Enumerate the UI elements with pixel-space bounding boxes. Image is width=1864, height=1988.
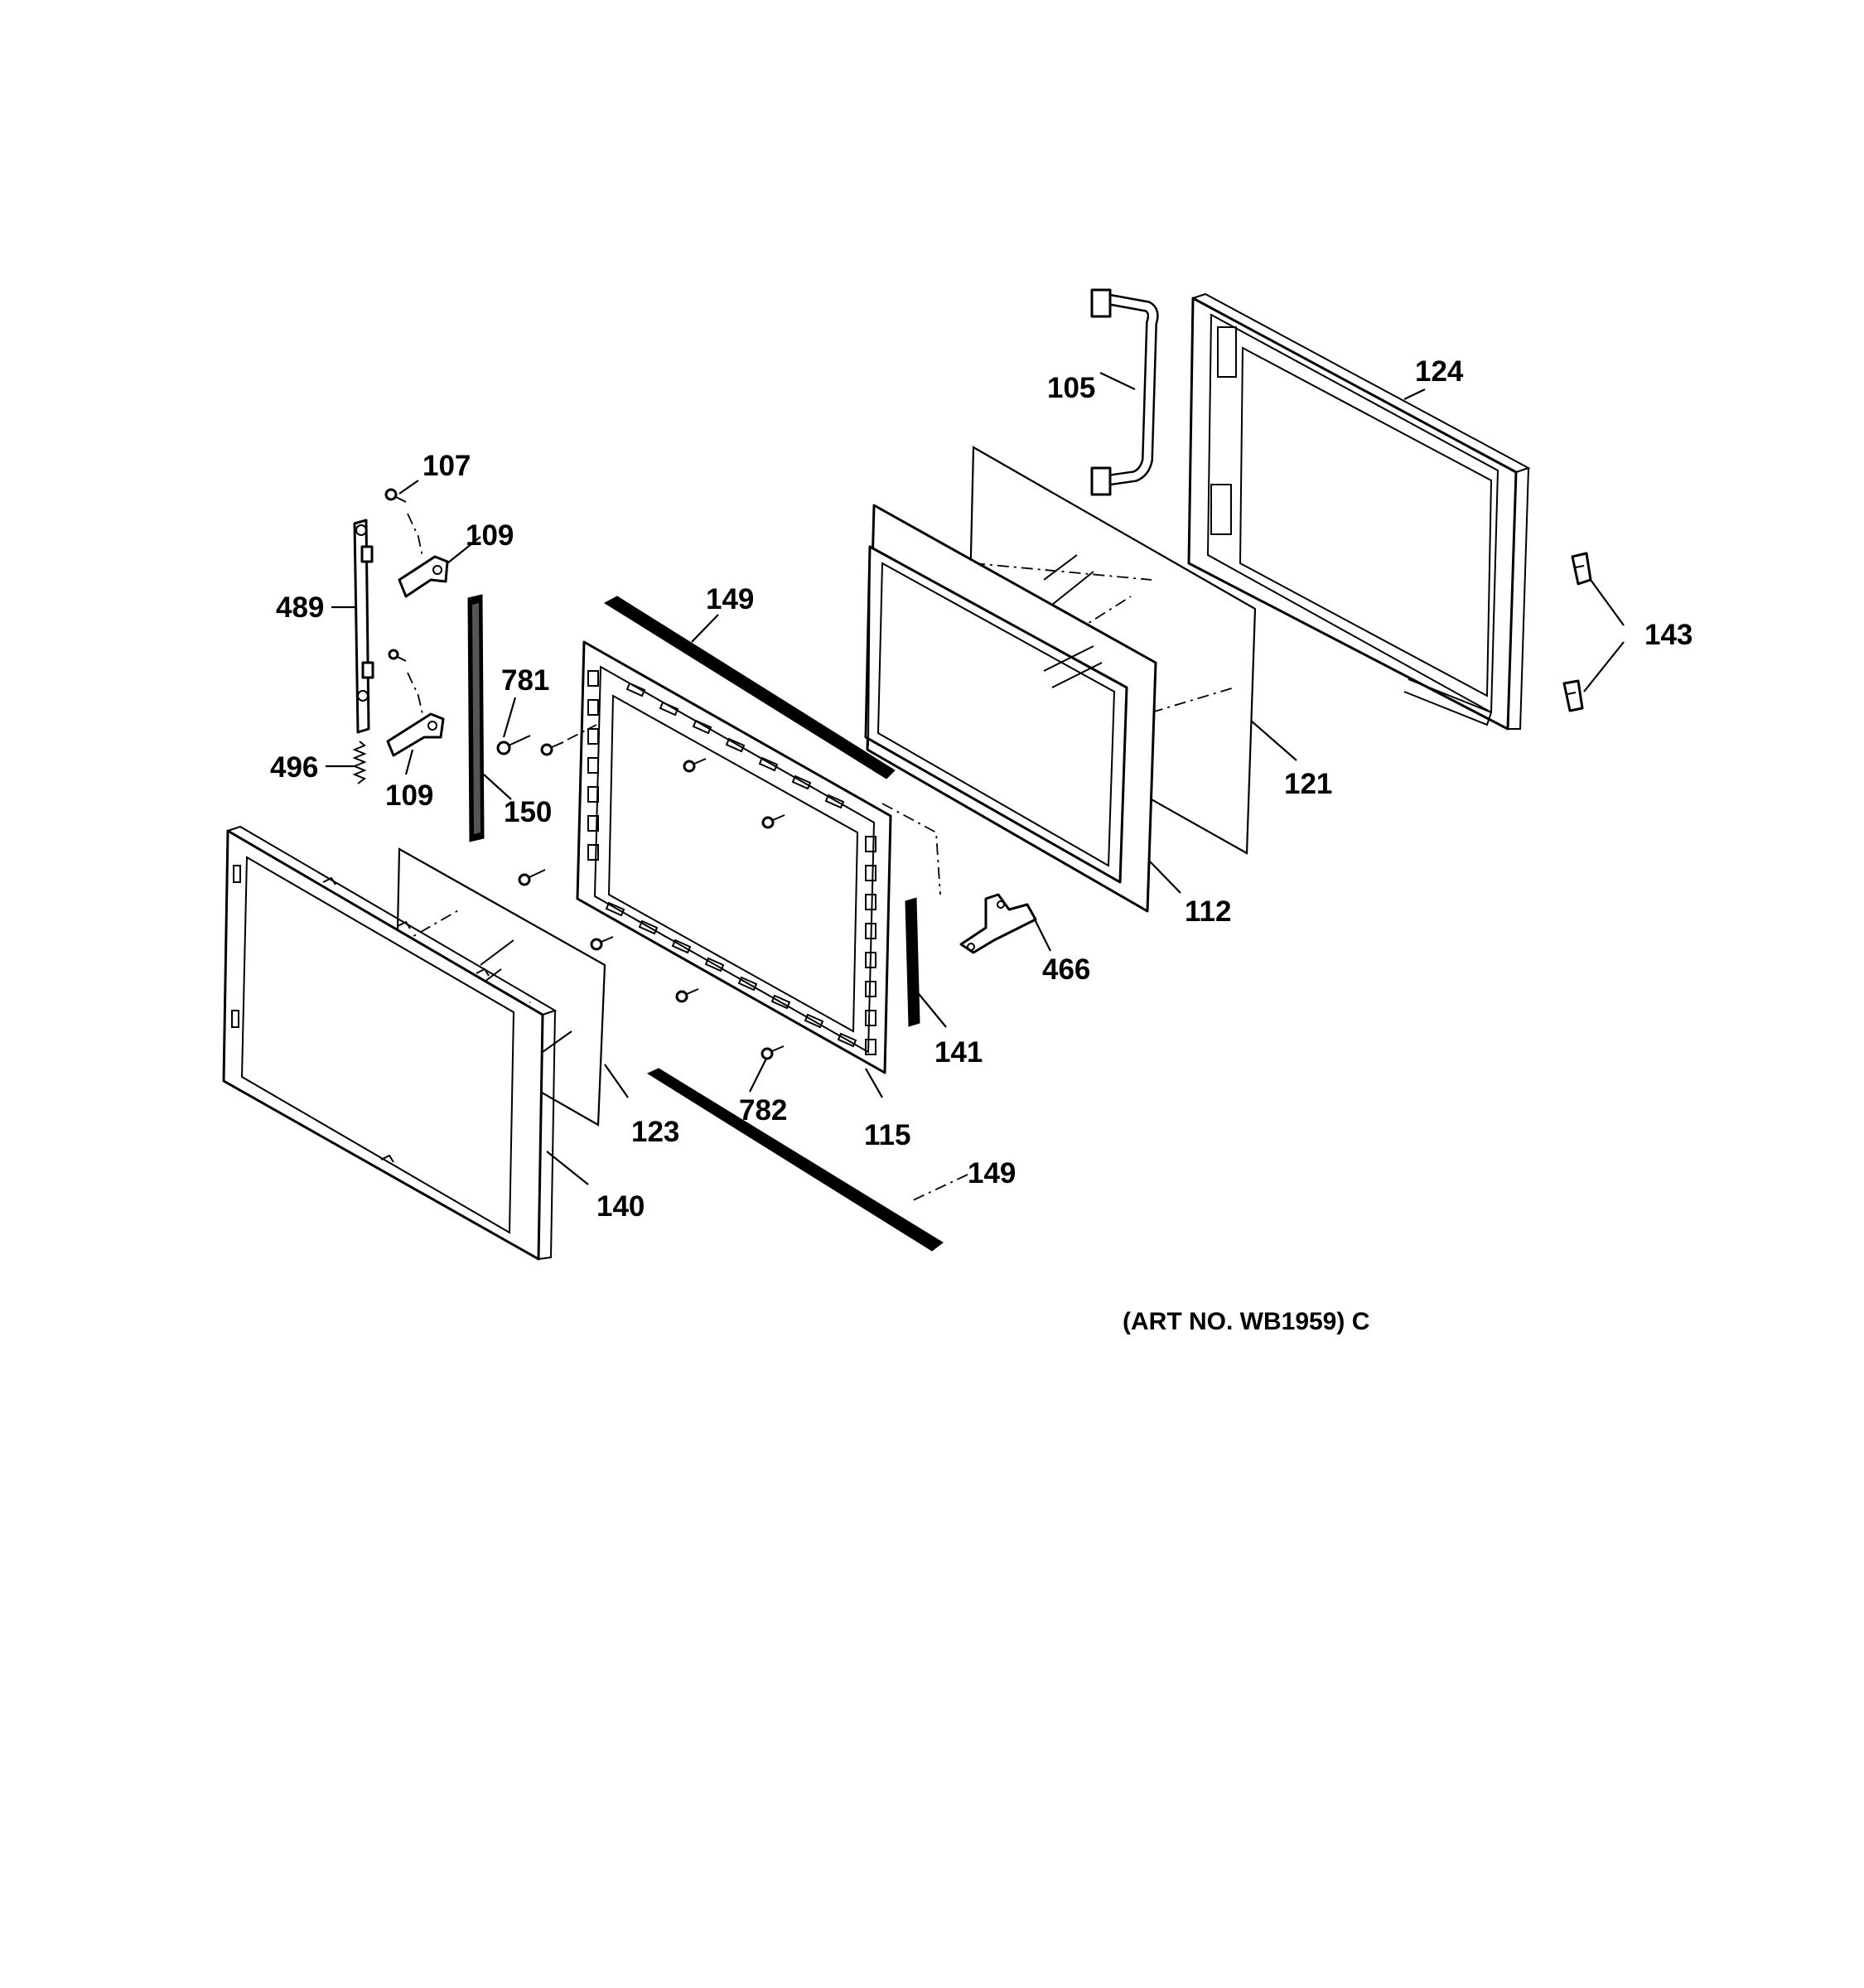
part-124-rear-frame — [1187, 292, 1531, 731]
part-112-inner-panel — [864, 504, 1157, 913]
label-150: 150 — [504, 796, 552, 828]
label-141: 141 — [934, 1036, 983, 1069]
part-labels: 105 124 107 109 489 149 781 143 496 109 … — [270, 355, 1693, 1223]
part-150-seal-strip — [467, 594, 485, 842]
part-466-bracket — [881, 803, 1037, 954]
part-115-door-frame — [576, 640, 892, 1074]
label-782: 782 — [739, 1094, 787, 1127]
leader-lines — [326, 372, 1625, 1202]
label-140: 140 — [596, 1190, 645, 1223]
part-141-strip — [905, 897, 920, 1027]
label-112: 112 — [1185, 895, 1231, 928]
label-143: 143 — [1644, 619, 1693, 651]
part-140-outer-frame — [222, 825, 558, 1261]
label-124: 124 — [1415, 355, 1464, 388]
label-123: 123 — [631, 1116, 679, 1148]
label-489: 489 — [276, 591, 324, 624]
part-782-screw — [761, 1045, 785, 1060]
label-109-bottom: 109 — [385, 779, 433, 812]
label-105: 105 — [1047, 372, 1095, 404]
label-121: 121 — [1284, 768, 1332, 800]
label-781: 781 — [501, 664, 549, 697]
art-number: (ART NO. WB1959) C — [1123, 1308, 1369, 1335]
part-149-gasket-top — [604, 596, 896, 779]
label-109-top: 109 — [466, 519, 514, 552]
part-107-screws — [384, 488, 407, 662]
label-149-bottom: 149 — [968, 1157, 1016, 1189]
label-466: 466 — [1042, 953, 1090, 986]
label-496: 496 — [270, 751, 318, 784]
part-105-handle — [1090, 288, 1159, 496]
part-496-spring — [352, 741, 367, 784]
label-149-top: 149 — [706, 583, 754, 615]
part-781-screws — [496, 724, 785, 1003]
label-107: 107 — [423, 450, 471, 482]
part-149-gasket-bottom — [646, 1068, 944, 1252]
part-143-clips — [1562, 552, 1592, 712]
part-109-hinge-brackets — [386, 513, 449, 757]
part-489-hinge-bar — [353, 519, 374, 734]
label-115: 115 — [864, 1119, 910, 1151]
